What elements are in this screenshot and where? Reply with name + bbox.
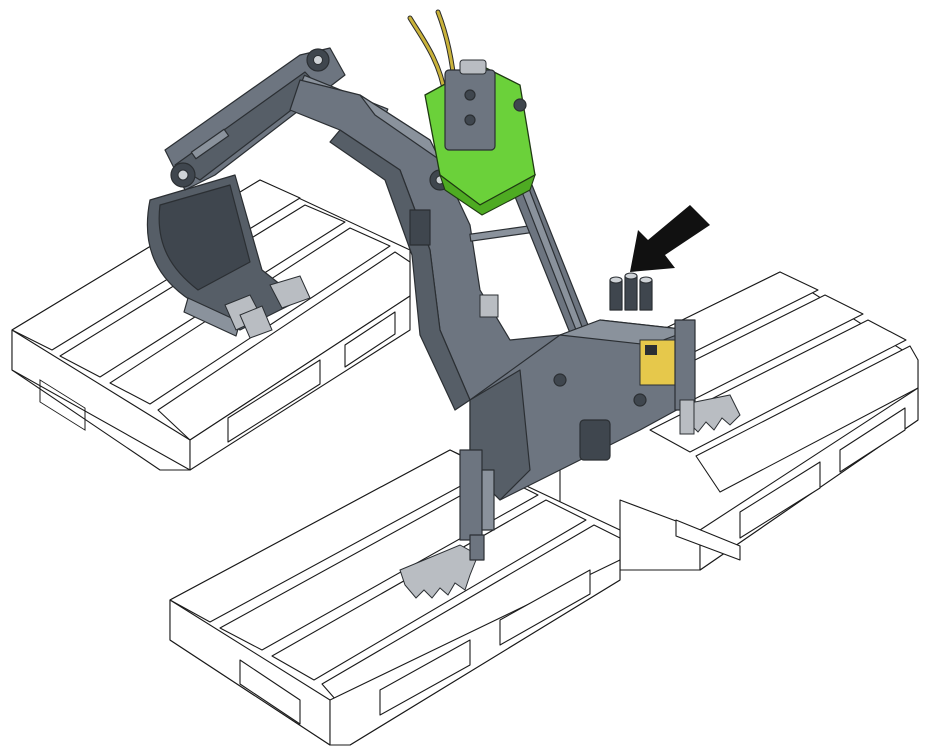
- pallet-front: [169, 449, 621, 746]
- bucket: [146, 174, 311, 339]
- base-frame: [459, 272, 696, 541]
- control-valve: [407, 9, 536, 216]
- arrow-icon: [630, 205, 710, 272]
- stabilizer-feet: [399, 394, 741, 599]
